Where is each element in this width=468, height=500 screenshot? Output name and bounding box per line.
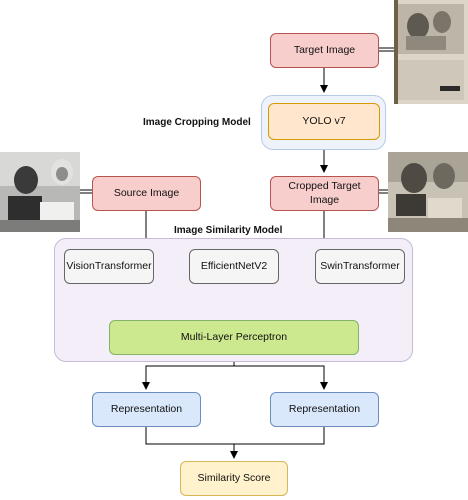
yolo-node: YOLO v7 [268,103,380,140]
mlp-node: Multi-Layer Perceptron [109,320,359,355]
source-photo [0,152,80,232]
image-similarity-label: Image Similarity Model [174,225,282,236]
swin-transformer-node: SwinTransformer [315,249,405,284]
arrow-mlp-to-rep-right [234,366,324,389]
image-cropping-label: Image Cropping Model [143,117,251,128]
target-image-node: Target Image [270,33,379,68]
source-image-node: Source Image [92,176,201,211]
similarity-score-node: Similarity Score [180,461,288,496]
merge-reps [146,427,324,444]
representation-right-node: Representation [270,392,379,427]
representation-left-node: Representation [92,392,201,427]
target-photo [394,0,468,104]
cropped-target-photo [388,152,468,232]
vision-transformer-node: VisionTransformer [64,249,154,284]
cropped-target-image-node: Cropped Target Image [270,176,379,211]
efficientnet-node: EfficientNetV2 [189,249,279,284]
